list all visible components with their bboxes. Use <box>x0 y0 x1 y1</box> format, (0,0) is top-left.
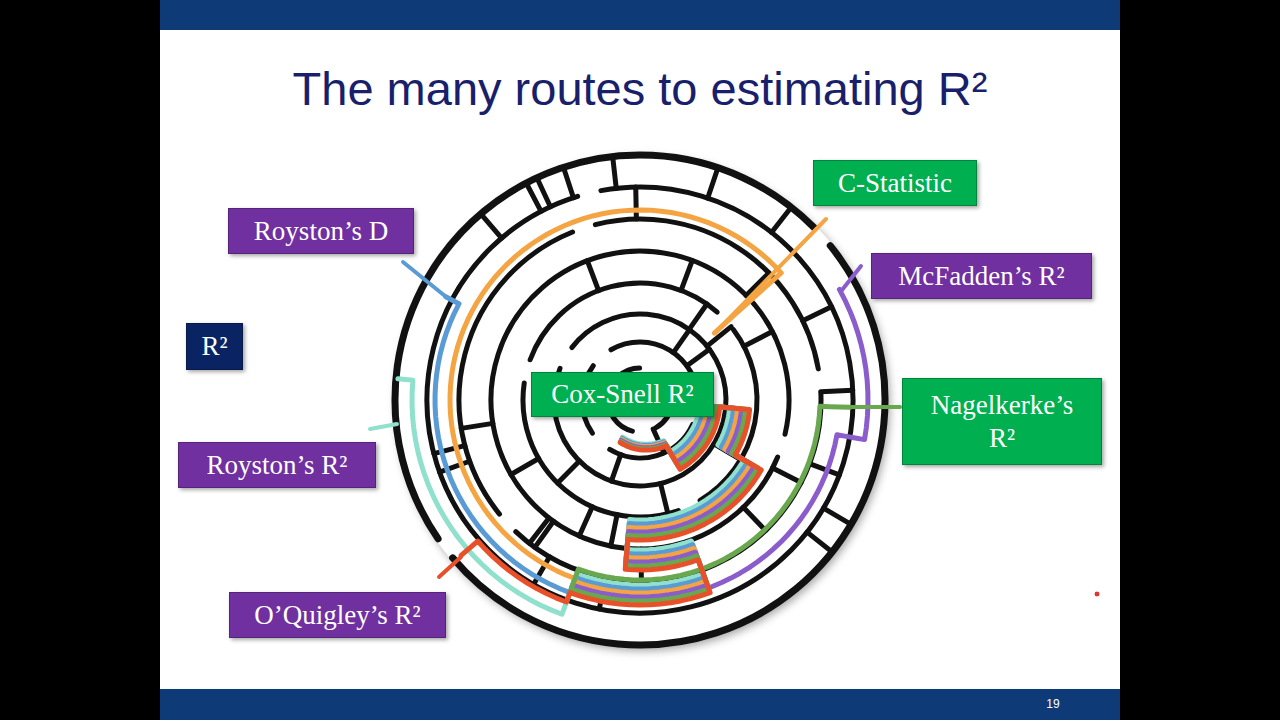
method-label: Royston’s D <box>254 215 388 247</box>
leader-line <box>403 262 445 296</box>
method-box: C-Statistic <box>813 160 977 206</box>
method-label: Royston’s R² <box>207 449 348 481</box>
slide-title: The many routes to estimating R² <box>160 62 1120 116</box>
maze-wall <box>613 157 617 189</box>
maze-wall <box>803 307 832 321</box>
method-box: Cox-Snell R² <box>531 372 714 417</box>
maze-wall <box>633 187 639 219</box>
leader-line <box>715 219 826 333</box>
maze-wall <box>491 251 789 549</box>
maze-wall <box>481 214 502 238</box>
method-box: Nagelkerke’s R² <box>902 378 1102 465</box>
maze-wall <box>611 515 617 546</box>
maze-wall <box>744 332 772 347</box>
maze-wall <box>771 207 791 232</box>
maze-wall <box>689 304 707 329</box>
maze-wall <box>511 459 539 475</box>
bottom-bar <box>160 689 1120 720</box>
leader-line <box>370 424 397 429</box>
leader-lines <box>370 219 900 577</box>
maze-wall <box>526 183 541 211</box>
maze-wall <box>558 461 580 483</box>
method-label: Nagelkerke’s R² <box>915 389 1090 454</box>
slide-page <box>160 0 1120 720</box>
method-box: Royston’s D <box>228 208 414 254</box>
page-number: 19 <box>1038 697 1068 711</box>
leader-line <box>439 557 461 577</box>
method-label: R² <box>201 330 227 362</box>
method-box: McFadden’s R² <box>871 253 1092 299</box>
method-box: Royston’s R² <box>178 442 376 488</box>
maze-wall <box>773 468 801 483</box>
maze-wall <box>821 390 853 391</box>
maze-wall <box>673 330 689 353</box>
leader-line <box>850 405 900 409</box>
maze-wall <box>595 219 818 369</box>
method-label: O’Quigley’s R² <box>254 599 420 631</box>
maze-route <box>572 289 868 600</box>
maze-wall <box>687 349 710 366</box>
maze-wall <box>823 508 851 524</box>
maze-wall <box>461 423 493 428</box>
maze-wall <box>587 261 598 291</box>
maze-disc <box>393 153 887 647</box>
top-bar <box>160 0 1120 30</box>
maze-wall <box>535 521 554 547</box>
maze-wall <box>563 167 573 197</box>
maze-wall <box>530 283 717 360</box>
maze-wall <box>611 455 620 481</box>
method-box: O’Quigley’s R² <box>229 592 446 638</box>
pointer-dot <box>1094 591 1100 597</box>
maze-wall <box>661 484 668 514</box>
method-label: Cox-Snell R² <box>551 378 693 410</box>
leader-line <box>842 266 861 290</box>
maze-route <box>461 407 761 605</box>
method-label: McFadden’s R² <box>898 260 1064 292</box>
maze-route <box>450 210 781 593</box>
maze-wall <box>743 507 765 530</box>
maze-wall <box>708 168 718 198</box>
method-box: R² <box>186 323 243 370</box>
maze-wall <box>579 507 592 536</box>
maze <box>393 153 887 647</box>
maze-wall <box>807 532 832 552</box>
method-label: C-Statistic <box>838 167 952 199</box>
maze-wall <box>681 260 692 290</box>
maze-routes <box>398 210 868 614</box>
